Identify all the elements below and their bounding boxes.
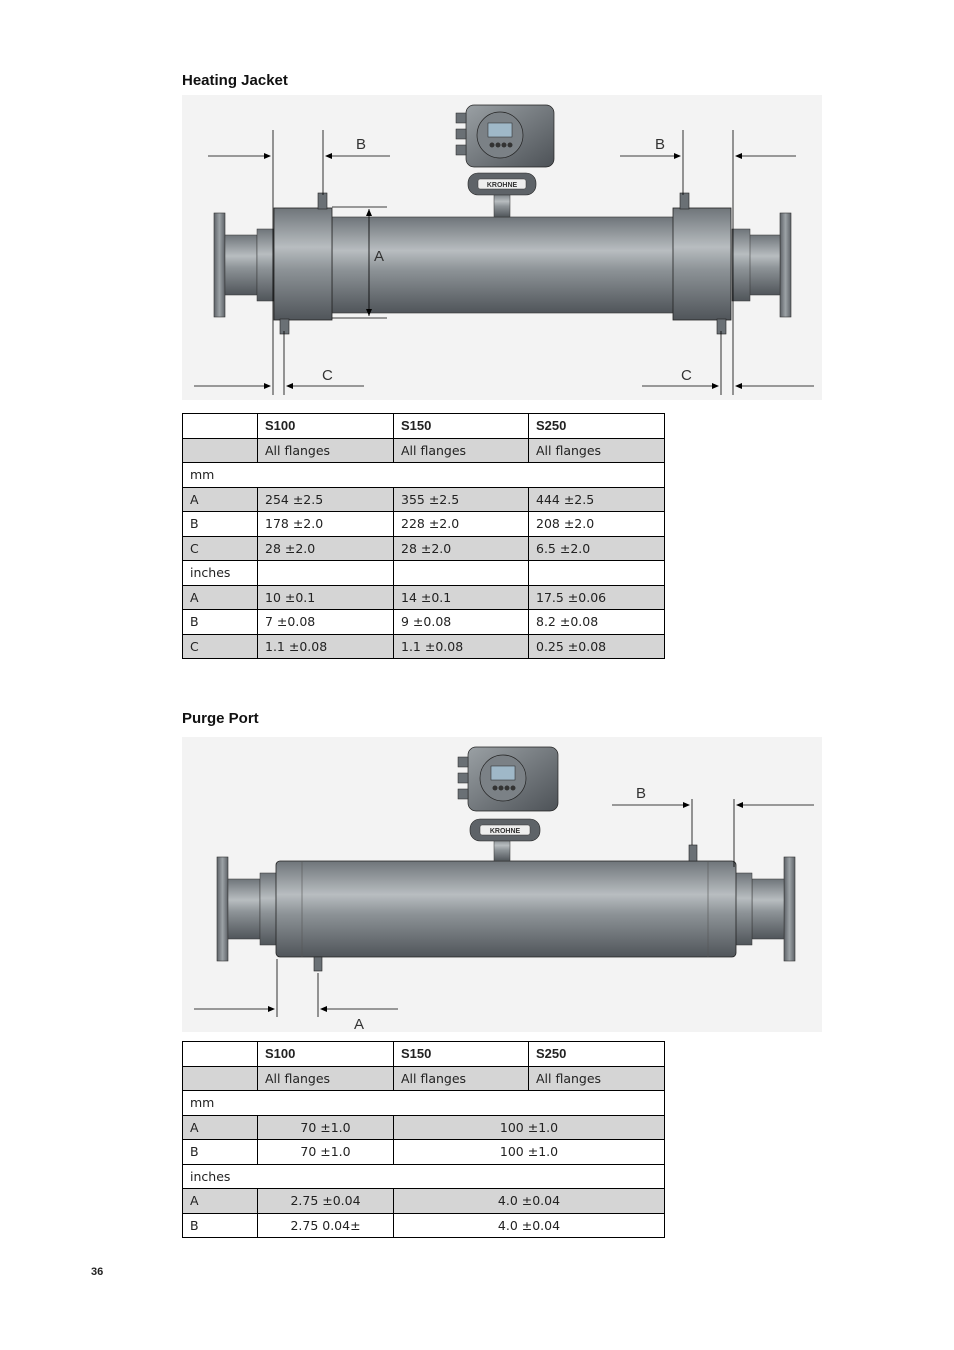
unit-label-inches: inches — [182, 560, 258, 586]
table-row: A 70 ±1.0 100 ±1.0 — [182, 1114, 665, 1140]
table-unit-row: mm — [182, 462, 665, 488]
table-cell: All flanges — [393, 437, 529, 463]
table-unit-row: mm — [182, 1090, 665, 1116]
table-cell: A — [182, 584, 258, 610]
table-cell: All flanges — [257, 1065, 394, 1091]
table-cell: 17.5 ±0.06 — [528, 584, 665, 610]
table-cell: 2.75 0.04± — [257, 1212, 394, 1238]
dim-label-c-left: C — [322, 367, 333, 384]
table-cell: 0.25 ±0.08 — [528, 633, 665, 659]
table-cell: S250 — [528, 413, 665, 439]
dim-label-b-right: B — [655, 136, 665, 153]
table-row: A 10 ±0.1 14 ±0.1 17.5 ±0.06 — [182, 584, 665, 610]
table-cell: 70 ±1.0 — [257, 1139, 394, 1165]
table-cell: 28 ±2.0 — [257, 535, 394, 561]
table-cell — [182, 1065, 258, 1091]
table-cell: All flanges — [393, 1065, 529, 1091]
table-cell: 28 ±2.0 — [393, 535, 529, 561]
dim-label-a: A — [374, 248, 384, 265]
krohne-logo: KROHNE — [487, 182, 518, 189]
table-cell: 6.5 ±2.0 — [528, 535, 665, 561]
table-cell: 4.0 ±0.04 — [393, 1188, 665, 1214]
table-cell — [182, 413, 258, 439]
table-cell: All flanges — [528, 437, 665, 463]
table-cell: B — [182, 1139, 258, 1165]
table-cell — [257, 560, 394, 586]
table-row: All flanges All flanges All flanges — [182, 437, 665, 463]
table-cell: 9 ±0.08 — [393, 609, 529, 635]
table-cell: B — [182, 1212, 258, 1238]
table-cell: 1.1 ±0.08 — [393, 633, 529, 659]
table-cell: S100 — [257, 1041, 394, 1067]
purge-port-drawing: KROHNE B A — [182, 737, 822, 1032]
table-unit-row: inches — [182, 560, 665, 586]
dim-label-c-right: C — [681, 367, 692, 384]
table-cell: 100 ±1.0 — [393, 1114, 665, 1140]
table-cell: 178 ±2.0 — [257, 511, 394, 537]
table-cell: 4.0 ±0.04 — [393, 1212, 665, 1238]
dim-label-a: A — [354, 1016, 364, 1032]
table-cell: 70 ±1.0 — [257, 1114, 394, 1140]
table-row: C 1.1 ±0.08 1.1 ±0.08 0.25 ±0.08 — [182, 633, 665, 659]
table-cell: 254 ±2.5 — [257, 486, 394, 512]
table-cell — [182, 437, 258, 463]
table-cell: 355 ±2.5 — [393, 486, 529, 512]
table-header-row: S100 S150 S250 — [182, 413, 665, 439]
table-cell — [393, 560, 529, 586]
unit-label-mm: mm — [182, 462, 665, 488]
table-row: B 2.75 0.04± 4.0 ±0.04 — [182, 1212, 665, 1238]
table-cell: 10 ±0.1 — [257, 584, 394, 610]
table-cell: S150 — [393, 413, 529, 439]
table-cell: S250 — [528, 1041, 665, 1067]
table-cell: 2.75 ±0.04 — [257, 1188, 394, 1214]
table-cell: 7 ±0.08 — [257, 609, 394, 635]
purge-port-table: S100 S150 S250 All flanges All flanges A… — [182, 1041, 665, 1238]
table-cell: 100 ±1.0 — [393, 1139, 665, 1165]
table-cell: 228 ±2.0 — [393, 511, 529, 537]
unit-label-inches: inches — [182, 1163, 665, 1189]
table-cell: All flanges — [528, 1065, 665, 1091]
dim-label-b: B — [636, 785, 646, 802]
table-cell: All flanges — [257, 437, 394, 463]
table-cell: C — [182, 633, 258, 659]
table-cell: 208 ±2.0 — [528, 511, 665, 537]
table-cell: 1.1 ±0.08 — [257, 633, 394, 659]
table-cell: A — [182, 1114, 258, 1140]
table-cell: 8.2 ±0.08 — [528, 609, 665, 635]
heating-jacket-drawing: KROHNE — [182, 95, 822, 400]
table-row: A 254 ±2.5 355 ±2.5 444 ±2.5 — [182, 486, 665, 512]
table-cell: A — [182, 486, 258, 512]
table-row: C 28 ±2.0 28 ±2.0 6.5 ±2.0 — [182, 535, 665, 561]
unit-label-mm: mm — [182, 1090, 665, 1116]
table-cell: A — [182, 1188, 258, 1214]
table-row: All flanges All flanges All flanges — [182, 1065, 665, 1091]
table-cell: B — [182, 609, 258, 635]
table-cell: C — [182, 535, 258, 561]
table-cell: S100 — [257, 413, 394, 439]
table-cell: B — [182, 511, 258, 537]
heading-jacket-title: Heating Jacket — [182, 72, 288, 89]
page-number: 36 — [91, 1266, 104, 1278]
heating-jacket-table: S100 S150 S250 All flanges All flanges A… — [182, 413, 665, 659]
table-cell: 14 ±0.1 — [393, 584, 529, 610]
table-row: B 70 ±1.0 100 ±1.0 — [182, 1139, 665, 1165]
table-cell — [182, 1041, 258, 1067]
krohne-logo: KROHNE — [490, 828, 521, 835]
table-row: A 2.75 ±0.04 4.0 ±0.04 — [182, 1188, 665, 1214]
dim-label-b-left: B — [356, 136, 366, 153]
purge-port-title: Purge Port — [182, 710, 259, 727]
table-row: B 7 ±0.08 9 ±0.08 8.2 ±0.08 — [182, 609, 665, 635]
table-cell: 444 ±2.5 — [528, 486, 665, 512]
table-header-row: S100 S150 S250 — [182, 1041, 665, 1067]
table-unit-row: inches — [182, 1163, 665, 1189]
table-cell: S150 — [393, 1041, 529, 1067]
table-row: B 178 ±2.0 228 ±2.0 208 ±2.0 — [182, 511, 665, 537]
table-cell — [528, 560, 665, 586]
